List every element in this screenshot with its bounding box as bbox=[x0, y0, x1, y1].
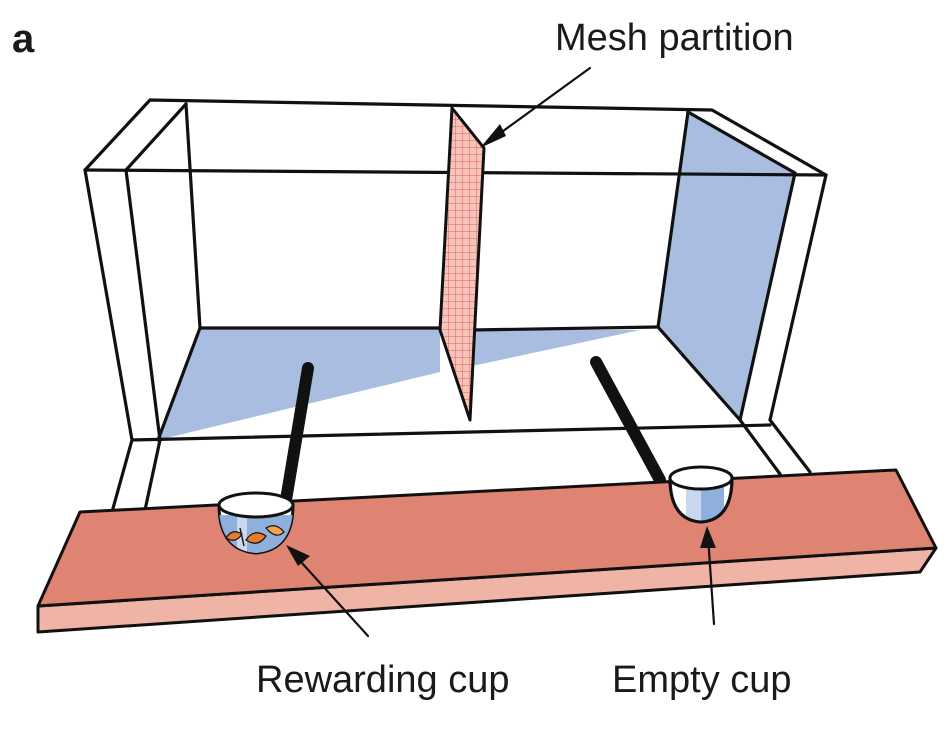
annotation-arrows bbox=[286, 66, 716, 638]
mesh-partition-label: Mesh partition bbox=[555, 17, 794, 59]
left-rod bbox=[280, 362, 314, 506]
board bbox=[36, 468, 938, 634]
right-wall-shading bbox=[658, 112, 795, 420]
panel-letter: a bbox=[12, 17, 35, 61]
empty-cup-label: Empty cup bbox=[612, 659, 792, 701]
rewarding-cup bbox=[217, 491, 295, 555]
food-pellets bbox=[225, 525, 285, 547]
empty-cup bbox=[668, 465, 734, 524]
floor-shading-right bbox=[472, 330, 640, 366]
mesh-partition bbox=[438, 106, 486, 422]
rewarding-cup-label: Rewarding cup bbox=[256, 659, 509, 701]
right-rod bbox=[590, 356, 666, 486]
floor-shading bbox=[158, 328, 440, 440]
arena-box bbox=[83, 98, 828, 514]
